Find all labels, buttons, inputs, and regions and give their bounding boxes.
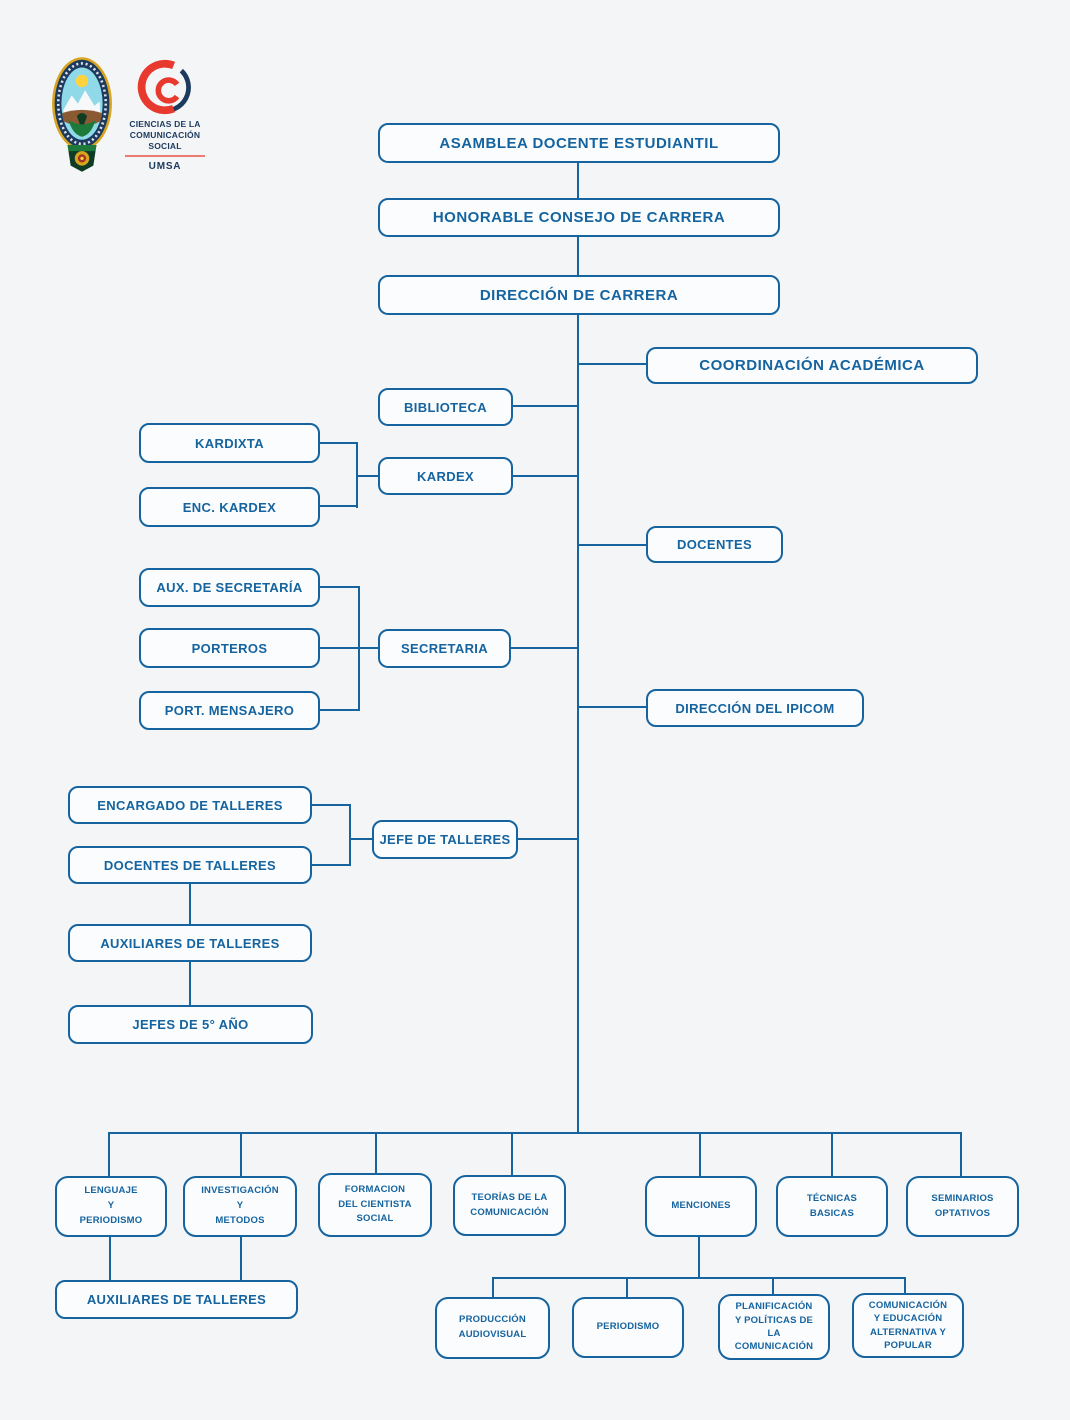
logo-org-name: CIENCIAS DE LA COMUNICACIÓN SOCIAL — [129, 119, 201, 152]
connector — [240, 1132, 242, 1178]
connector — [698, 1237, 700, 1279]
connector — [189, 884, 191, 926]
node-produccion-audiovisual: PRODUCCIÓN AUDIOVISUAL — [435, 1297, 550, 1359]
node-teorias-de-la-comunicacion: TEORÍAS DE LA COMUNICACIÓN — [453, 1175, 566, 1236]
connector — [318, 442, 358, 444]
connector — [318, 709, 360, 711]
c-swoosh-logo-icon — [137, 59, 191, 115]
node-docentes: DOCENTES — [646, 526, 783, 563]
connector — [578, 544, 648, 546]
connector — [349, 838, 374, 840]
connector — [109, 1237, 111, 1282]
connector — [108, 1132, 962, 1134]
umsa-coat-of-arms-icon — [52, 57, 112, 172]
connector — [108, 1132, 110, 1178]
connector — [511, 405, 579, 407]
node-tecnicas-basicas: TÉCNICAS BASICAS — [776, 1176, 888, 1237]
logo-divider — [125, 155, 205, 158]
connector — [240, 1237, 242, 1282]
connector — [189, 962, 191, 1006]
node-kardixta: KARDIXTA — [139, 423, 320, 463]
node-jefes-de-5-ano: JEFES DE 5° AÑO — [68, 1005, 313, 1044]
connector — [492, 1277, 906, 1279]
connector — [578, 706, 648, 708]
connector — [492, 1277, 494, 1299]
connector — [318, 647, 380, 649]
node-kardex: KARDEX — [378, 457, 513, 495]
logo-university-name: UMSA — [148, 161, 182, 173]
node-secretaria: SECRETARIA — [378, 629, 511, 668]
connector — [831, 1132, 833, 1178]
node-coordinacion-academica: COORDINACIÓN ACADÉMICA — [646, 347, 978, 384]
node-lenguaje-y-periodismo: LENGUAJE Y PERIODISMO — [55, 1176, 167, 1237]
node-port-mensajero: PORT. MENSAJERO — [139, 691, 320, 730]
connector — [318, 505, 358, 507]
connector — [349, 804, 351, 866]
node-encargado-de-talleres: ENCARGADO DE TALLERES — [68, 786, 312, 824]
connector — [577, 237, 579, 277]
connector — [904, 1277, 906, 1296]
connector — [578, 363, 648, 365]
node-docentes-de-talleres: DOCENTES DE TALLERES — [68, 846, 312, 884]
connector — [626, 1277, 628, 1299]
node-auxiliares-de-talleres-2: AUXILIARES DE TALLERES — [55, 1280, 298, 1319]
connector — [960, 1132, 962, 1178]
node-investigacion-y-metodos: INVESTIGACIÓN Y METODOS — [183, 1176, 297, 1237]
node-direccion-del-ipicom: DIRECCIÓN DEL IPICOM — [646, 689, 864, 727]
node-asamblea-docente-estudiantil: ASAMBLEA DOCENTE ESTUDIANTIL — [378, 123, 780, 163]
connector — [509, 647, 579, 649]
connector — [511, 475, 579, 477]
connector — [772, 1277, 774, 1297]
node-direccion-de-carrera: DIRECCIÓN DE CARRERA — [378, 275, 780, 315]
connector — [356, 475, 380, 477]
logo-block: CIENCIAS DE LA COMUNICACIÓN SOCIAL UMSA — [50, 56, 208, 172]
node-comunicacion-y-educacion: COMUNICACIÓN Y EDUCACIÓN ALTERNATIVA Y P… — [852, 1293, 964, 1358]
node-honorable-consejo-carrera: HONORABLE CONSEJO DE CARRERA — [378, 198, 780, 237]
connector — [511, 1132, 513, 1178]
node-jefe-de-talleres: JEFE DE TALLERES — [372, 820, 518, 859]
connector — [577, 163, 579, 200]
connector — [375, 1132, 377, 1176]
connector — [577, 315, 579, 1134]
connector — [310, 804, 351, 806]
node-enc-kardex: ENC. KARDEX — [139, 487, 320, 527]
node-seminarios-optativos: SEMINARIOS OPTATIVOS — [906, 1176, 1019, 1237]
connector — [699, 1132, 701, 1178]
connector — [358, 587, 360, 711]
node-planificacion-y-politicas: PLANIFICACIÓN Y POLÍTICAS DE LA COMUNICA… — [718, 1294, 830, 1360]
node-menciones: MENCIONES — [645, 1176, 757, 1237]
node-biblioteca: BIBLIOTECA — [378, 388, 513, 426]
connector — [310, 864, 351, 866]
node-periodismo: PERIODISMO — [572, 1297, 684, 1358]
node-aux-de-secretaria: AUX. DE SECRETARÍA — [139, 568, 320, 607]
connector — [516, 838, 579, 840]
node-formacion-del-cientista-social: FORMACION DEL CIENTISTA SOCIAL — [318, 1173, 432, 1237]
connector — [318, 586, 360, 588]
node-auxiliares-de-talleres: AUXILIARES DE TALLERES — [68, 924, 312, 962]
node-porteros: PORTEROS — [139, 628, 320, 668]
